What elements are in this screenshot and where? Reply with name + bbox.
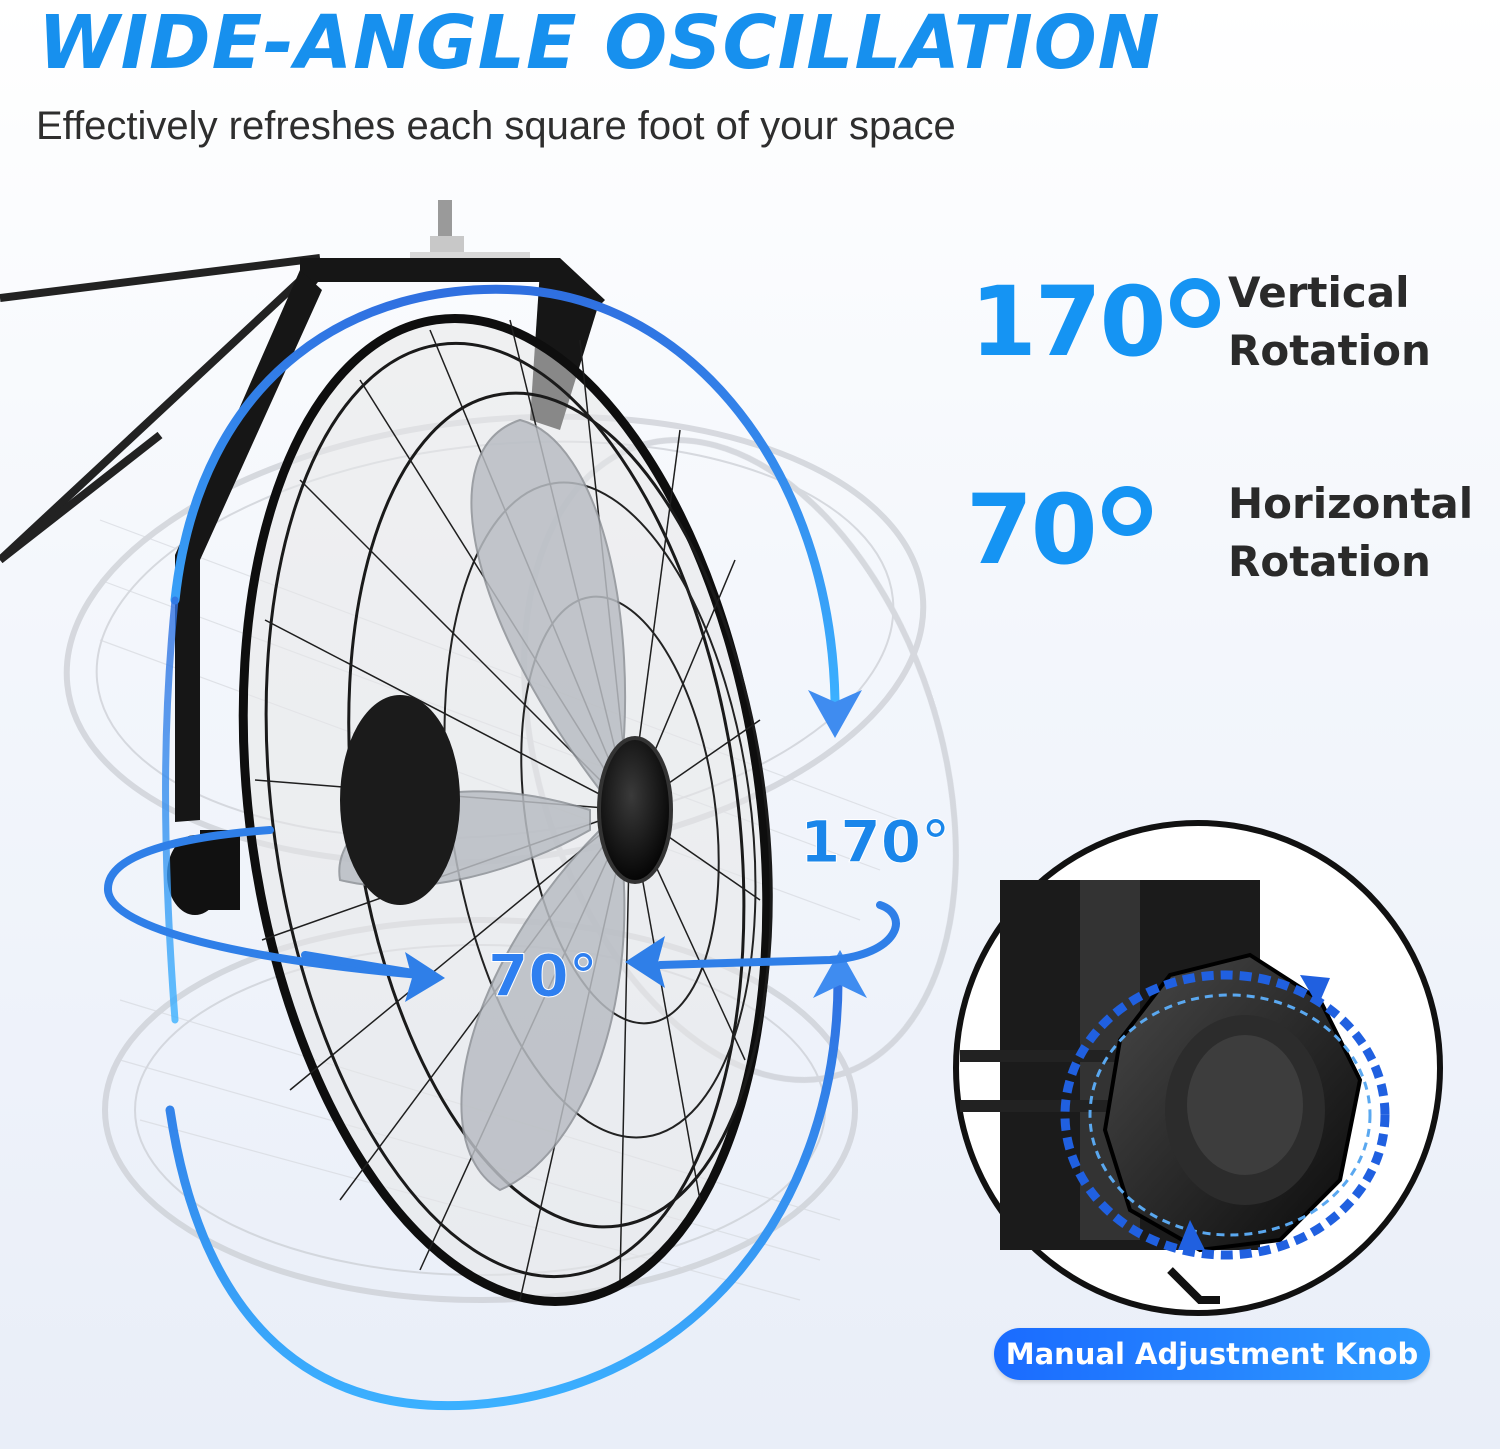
knob-inset	[953, 820, 1443, 1316]
knob-label-badge: Manual Adjustment Knob	[994, 1328, 1430, 1380]
horizontal-rotation-value: 70	[966, 480, 1152, 580]
horizontal-rotation-label: Horizontal Rotation	[1228, 479, 1474, 586]
vertical-rotation-label: Vertical Rotation	[1228, 268, 1431, 375]
vertical-rotation-arrow	[162, 284, 843, 1411]
horizontal-rotation-arrow	[103, 826, 900, 979]
mount-bolt	[410, 200, 530, 264]
vertical-rotation-number: 170	[970, 266, 1166, 378]
horizontal-rotation-number: 70	[966, 474, 1098, 586]
vertical-arrow-heads	[808, 690, 867, 998]
horizontal-angle-callout: 70°	[488, 942, 599, 1011]
subtitle: Effectively refreshes each square foot o…	[36, 104, 956, 148]
headline: WIDE-ANGLE OSCILLATION	[38, 0, 1161, 86]
vertical-angle-callout: 170°	[799, 808, 951, 877]
degree-symbol	[1101, 486, 1152, 536]
horizontal-arrow-heads	[405, 936, 665, 1002]
degree-symbol	[1170, 278, 1221, 328]
mount-rods	[0, 254, 323, 564]
bracket-knob-small	[167, 830, 240, 915]
vertical-rotation-value: 170	[970, 272, 1221, 372]
fan-body	[238, 314, 773, 1306]
